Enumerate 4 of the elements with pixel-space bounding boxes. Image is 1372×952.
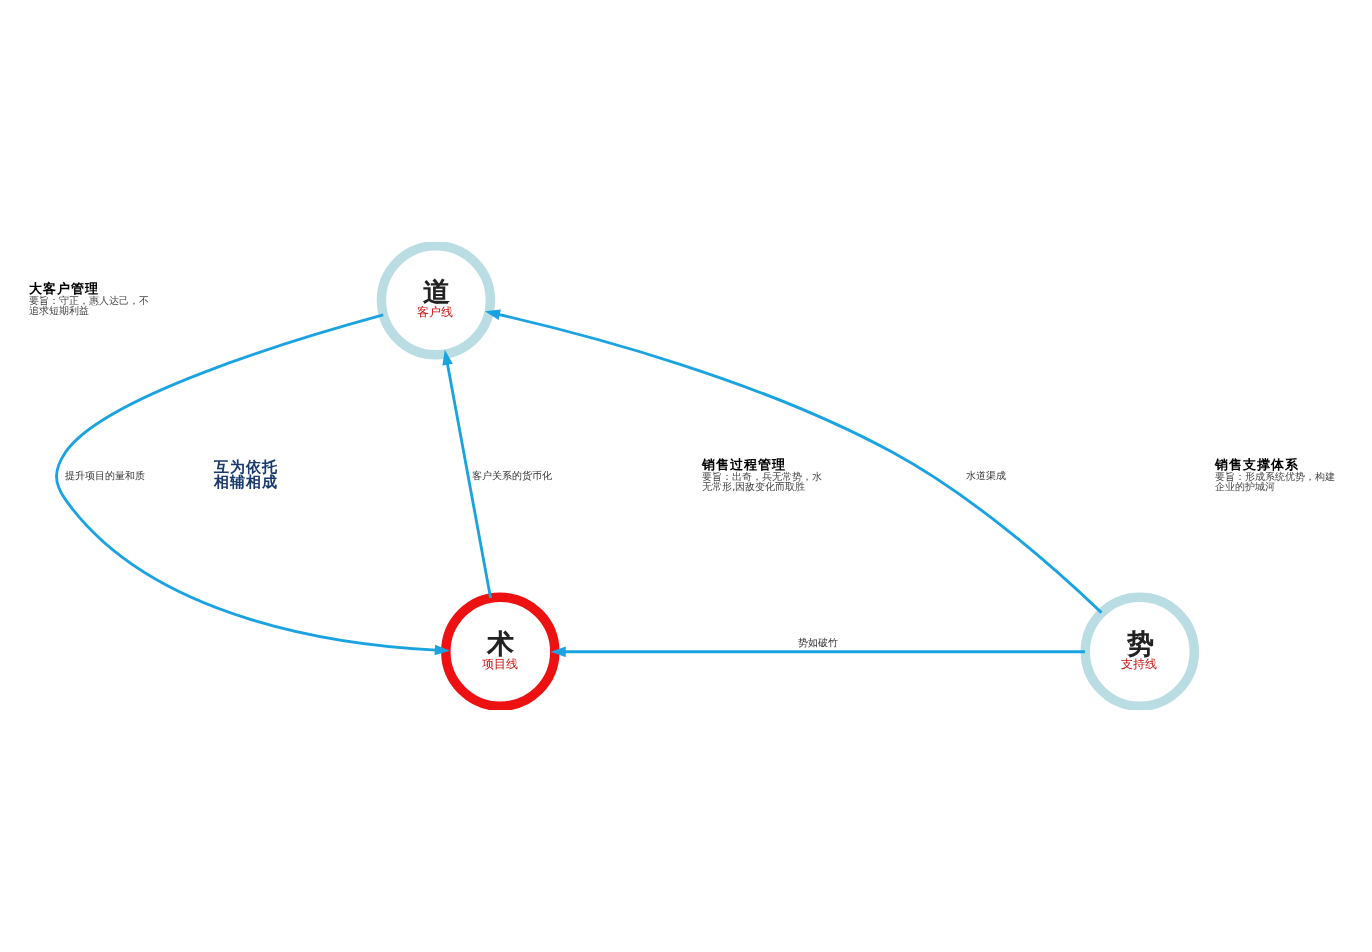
- arrow: [550, 646, 1085, 658]
- arrow: [55, 313, 450, 656]
- arrow: [484, 309, 1103, 614]
- arrow: [442, 349, 492, 599]
